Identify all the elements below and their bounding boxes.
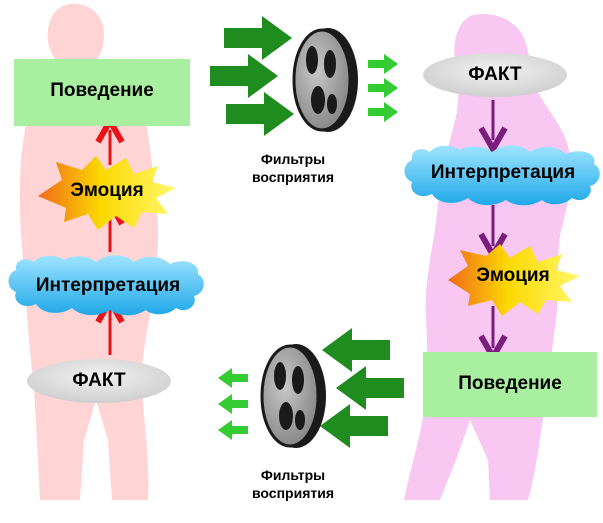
right-interpretation-label: Интерпретация xyxy=(430,162,576,183)
bottom-outgoing-arrows xyxy=(218,368,248,440)
left-emotion-label: Эмоция xyxy=(70,180,144,201)
top-incoming-arrows xyxy=(210,16,294,136)
top-in-arrow-1 xyxy=(224,16,292,60)
left-behavior-box xyxy=(14,59,190,126)
bottom-out-arrow-2 xyxy=(218,394,248,414)
right-fact-label: ФАКТ xyxy=(468,64,522,85)
top-out-arrow-2 xyxy=(368,78,398,98)
left-behavior-label: Поведение xyxy=(50,80,154,101)
bottom-in-arrow-1 xyxy=(322,328,390,372)
top-out-arrow-3 xyxy=(368,102,398,122)
top-in-arrow-3 xyxy=(226,92,294,136)
right-interpretation-cloud xyxy=(404,145,600,206)
left-fact-label: ФАКТ xyxy=(72,370,126,391)
left-fact-oval xyxy=(27,359,171,403)
right-fact-oval xyxy=(423,53,567,97)
top-filter-line2: восприятия xyxy=(252,169,334,185)
bottom-filter-line1: Фильтры xyxy=(260,467,326,483)
bottom-out-arrow-1 xyxy=(218,368,248,388)
right-emotion-shape xyxy=(448,244,580,316)
top-filter-line1: Фильтры xyxy=(260,151,326,167)
right-behavior-box xyxy=(423,352,597,417)
right-behavior-label: Поведение xyxy=(458,373,562,394)
right-emotion-label: Эмоция xyxy=(476,265,550,286)
bottom-out-arrow-3 xyxy=(218,420,248,440)
bottom-in-arrow-3 xyxy=(320,404,388,448)
bottom-filter-line2: восприятия xyxy=(252,485,334,501)
bottom-in-arrow-2 xyxy=(336,366,404,410)
left-interpretation-label: Интерпретация xyxy=(35,275,181,296)
bottom-incoming-arrows xyxy=(320,328,404,448)
top-outgoing-arrows xyxy=(368,54,398,122)
bottom-filter-caption: Фильтры восприятия xyxy=(228,466,358,502)
bottom-filter-reel xyxy=(260,344,326,448)
top-in-arrow-2 xyxy=(210,54,278,98)
top-out-arrow-1 xyxy=(368,54,398,74)
top-filter-caption: Фильтры восприятия xyxy=(228,150,358,186)
top-filter-reel xyxy=(292,28,358,132)
left-interpretation-cloud xyxy=(8,255,204,316)
left-emotion-shape xyxy=(38,156,176,230)
